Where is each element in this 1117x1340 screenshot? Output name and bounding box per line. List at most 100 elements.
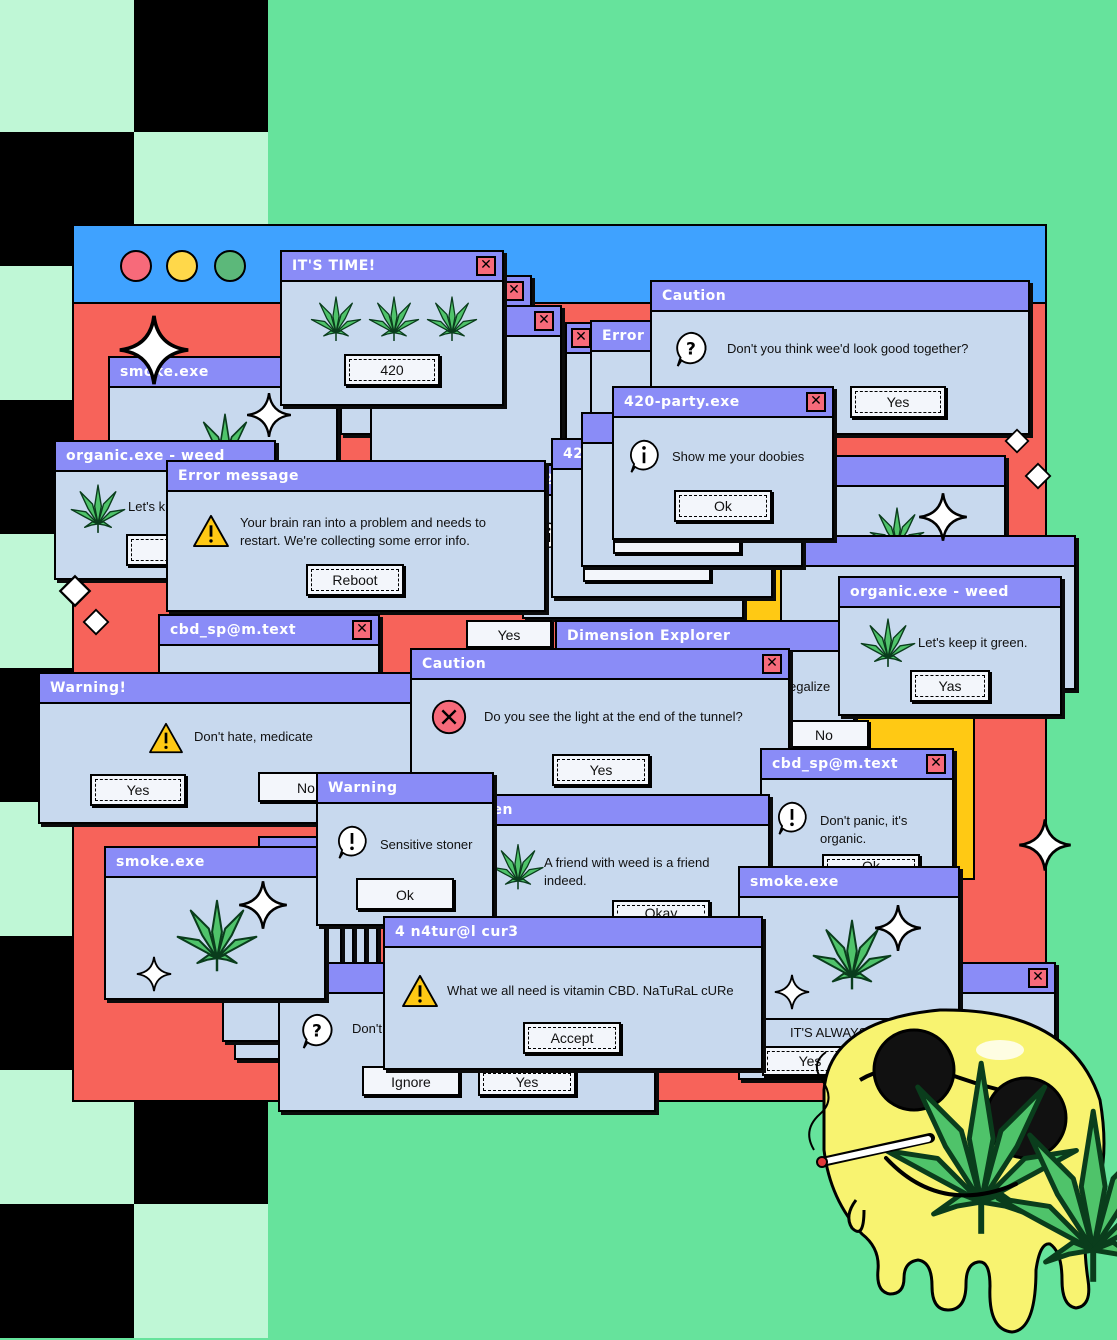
sparkle-icon bbox=[874, 904, 922, 952]
title-bar: cbd_sp@m.text ✕ bbox=[160, 616, 378, 646]
maximize-dot[interactable] bbox=[214, 250, 246, 282]
close-icon[interactable]: ✕ bbox=[1028, 968, 1048, 988]
dialog-window: smoke.exe bbox=[104, 846, 326, 1000]
melting-smiley-icon bbox=[808, 1008, 1117, 1334]
checker-tile bbox=[134, 0, 268, 132]
dialog-message: Don't panic, it's organic. bbox=[820, 813, 908, 846]
title-bar: organic.exe - weed bbox=[840, 578, 1060, 608]
cannabis-leaf-icon bbox=[426, 296, 478, 342]
ok-button[interactable]: Ok bbox=[674, 490, 772, 522]
yas-button[interactable]: Yas bbox=[910, 670, 990, 702]
dialog-message: Don't you think wee'd look good together… bbox=[727, 341, 969, 356]
divider bbox=[740, 1018, 958, 1020]
window-title: IT'S TIME! bbox=[292, 258, 376, 274]
close-icon[interactable]: ✕ bbox=[571, 328, 591, 348]
window-title: Error message bbox=[178, 468, 299, 484]
window-title: smoke.exe bbox=[116, 854, 205, 870]
title-bar: Caution ✕ bbox=[412, 650, 788, 680]
title-bar: pen bbox=[472, 796, 768, 826]
dialog-message: Let's k bbox=[128, 499, 166, 514]
dialog-window: 420-party.exe✕ Show me your doobies Ok bbox=[612, 386, 834, 540]
sparkle-icon bbox=[136, 956, 172, 992]
diamond-icon bbox=[82, 608, 110, 636]
title-bar: IT'S TIME! ✕ bbox=[282, 252, 502, 282]
dialog-window: Warning Sensitive stoner Ok bbox=[316, 772, 494, 926]
warning-icon bbox=[148, 722, 184, 754]
dialog-message: egalize bbox=[789, 679, 831, 694]
window-title: cbd_sp@m.text bbox=[170, 622, 297, 638]
question-icon bbox=[672, 330, 710, 368]
window-title: 4 n4tur@l cur3 bbox=[395, 924, 519, 940]
accept-button[interactable]: Accept bbox=[523, 1022, 621, 1054]
warning-icon bbox=[192, 514, 230, 548]
window-title: Caution bbox=[662, 288, 727, 304]
cannabis-leaf-icon bbox=[368, 296, 420, 342]
yes-button[interactable]: Yes bbox=[478, 1068, 576, 1096]
dialog-window: IT'S TIME! ✕ 420 bbox=[280, 250, 504, 406]
window-title: Caution bbox=[422, 656, 487, 672]
sparkle-icon bbox=[118, 314, 190, 386]
dialog-message: Your brain ran into a problem and needs … bbox=[240, 515, 486, 548]
checker-tile bbox=[0, 1204, 134, 1338]
close-dot[interactable] bbox=[120, 250, 152, 282]
cannabis-leaf-icon bbox=[492, 842, 544, 892]
dialog-message: Do you see the light at the end of the t… bbox=[484, 709, 743, 724]
sparkle-icon bbox=[246, 392, 292, 438]
diamond-icon bbox=[1004, 428, 1030, 454]
dialog-message: What we all need is vitamin CBD. NaTuRaL… bbox=[447, 983, 734, 998]
close-icon[interactable]: ✕ bbox=[762, 654, 782, 674]
reboot-button[interactable]: Reboot bbox=[306, 564, 404, 596]
diamond-icon bbox=[58, 574, 92, 608]
window-title: smoke.exe bbox=[120, 364, 209, 380]
close-icon[interactable]: ✕ bbox=[504, 281, 524, 301]
checker-tile bbox=[134, 1204, 268, 1338]
cannabis-leaf-icon bbox=[310, 296, 362, 342]
title-bar bbox=[822, 457, 1004, 487]
420-button[interactable]: 420 bbox=[344, 354, 440, 386]
title-bar: Caution bbox=[652, 282, 1028, 312]
diamond-icon bbox=[1024, 462, 1052, 490]
title-bar bbox=[782, 537, 1074, 567]
minimize-dot[interactable] bbox=[166, 250, 198, 282]
yes-button[interactable]: Yes bbox=[552, 754, 650, 786]
cannabis-leaf-icon bbox=[860, 618, 916, 668]
sparkle-icon bbox=[238, 880, 288, 930]
ok-button[interactable]: Ok bbox=[356, 878, 454, 910]
no-button[interactable]: No bbox=[779, 720, 869, 748]
window-title: cbd_sp@m.text bbox=[772, 756, 899, 772]
title-bar: Dimension Explorer bbox=[557, 622, 853, 652]
sparkle-icon bbox=[1018, 818, 1072, 872]
close-icon[interactable]: ✕ bbox=[534, 311, 554, 331]
dialog-message: Show me your doobies bbox=[672, 449, 805, 464]
window-title: Warning! bbox=[50, 680, 127, 696]
error-x-icon bbox=[430, 698, 468, 736]
title-bar: 420-party.exe✕ bbox=[614, 388, 832, 418]
title-bar: 4 n4tur@l cur3 bbox=[385, 918, 761, 948]
dialog-window: 4 n4tur@l cur3 What we all need is vitam… bbox=[383, 916, 763, 1070]
yes-button[interactable]: Yes bbox=[90, 774, 186, 806]
close-icon[interactable]: ✕ bbox=[476, 256, 496, 276]
cannabis-leaf-icon bbox=[70, 484, 126, 534]
dialog-message: Don't hate, medicate bbox=[194, 729, 313, 744]
sparkle-icon bbox=[918, 492, 968, 542]
dialog-window: Error message Your brain ran into a prob… bbox=[166, 460, 546, 612]
window-title: Warning bbox=[328, 780, 398, 796]
exclamation-icon bbox=[774, 800, 810, 836]
close-icon[interactable]: ✕ bbox=[352, 620, 372, 640]
dialog-window: pen A friend with weed is a friend indee… bbox=[470, 794, 770, 924]
title-bar: ✕ bbox=[962, 964, 1054, 994]
yes-button[interactable]: Yes bbox=[850, 386, 946, 418]
ignore-button[interactable]: Ignore bbox=[362, 1066, 460, 1096]
dialog-message: Let's keep it green. bbox=[918, 635, 1028, 650]
info-icon bbox=[626, 438, 662, 474]
close-icon[interactable]: ✕ bbox=[806, 392, 826, 412]
dialog-window: Warning! Don't hate, medicate Yes No bbox=[38, 672, 418, 824]
title-bar: smoke.exe bbox=[740, 868, 958, 898]
dialog-message: Sensitive stoner bbox=[380, 837, 473, 852]
warning-icon bbox=[401, 974, 439, 1008]
title-bar: Warning! bbox=[40, 674, 416, 704]
yes-button[interactable]: Yes bbox=[466, 620, 552, 648]
close-icon[interactable]: ✕ bbox=[926, 754, 946, 774]
checker-tile bbox=[0, 0, 134, 132]
window-title: smoke.exe bbox=[750, 874, 839, 890]
